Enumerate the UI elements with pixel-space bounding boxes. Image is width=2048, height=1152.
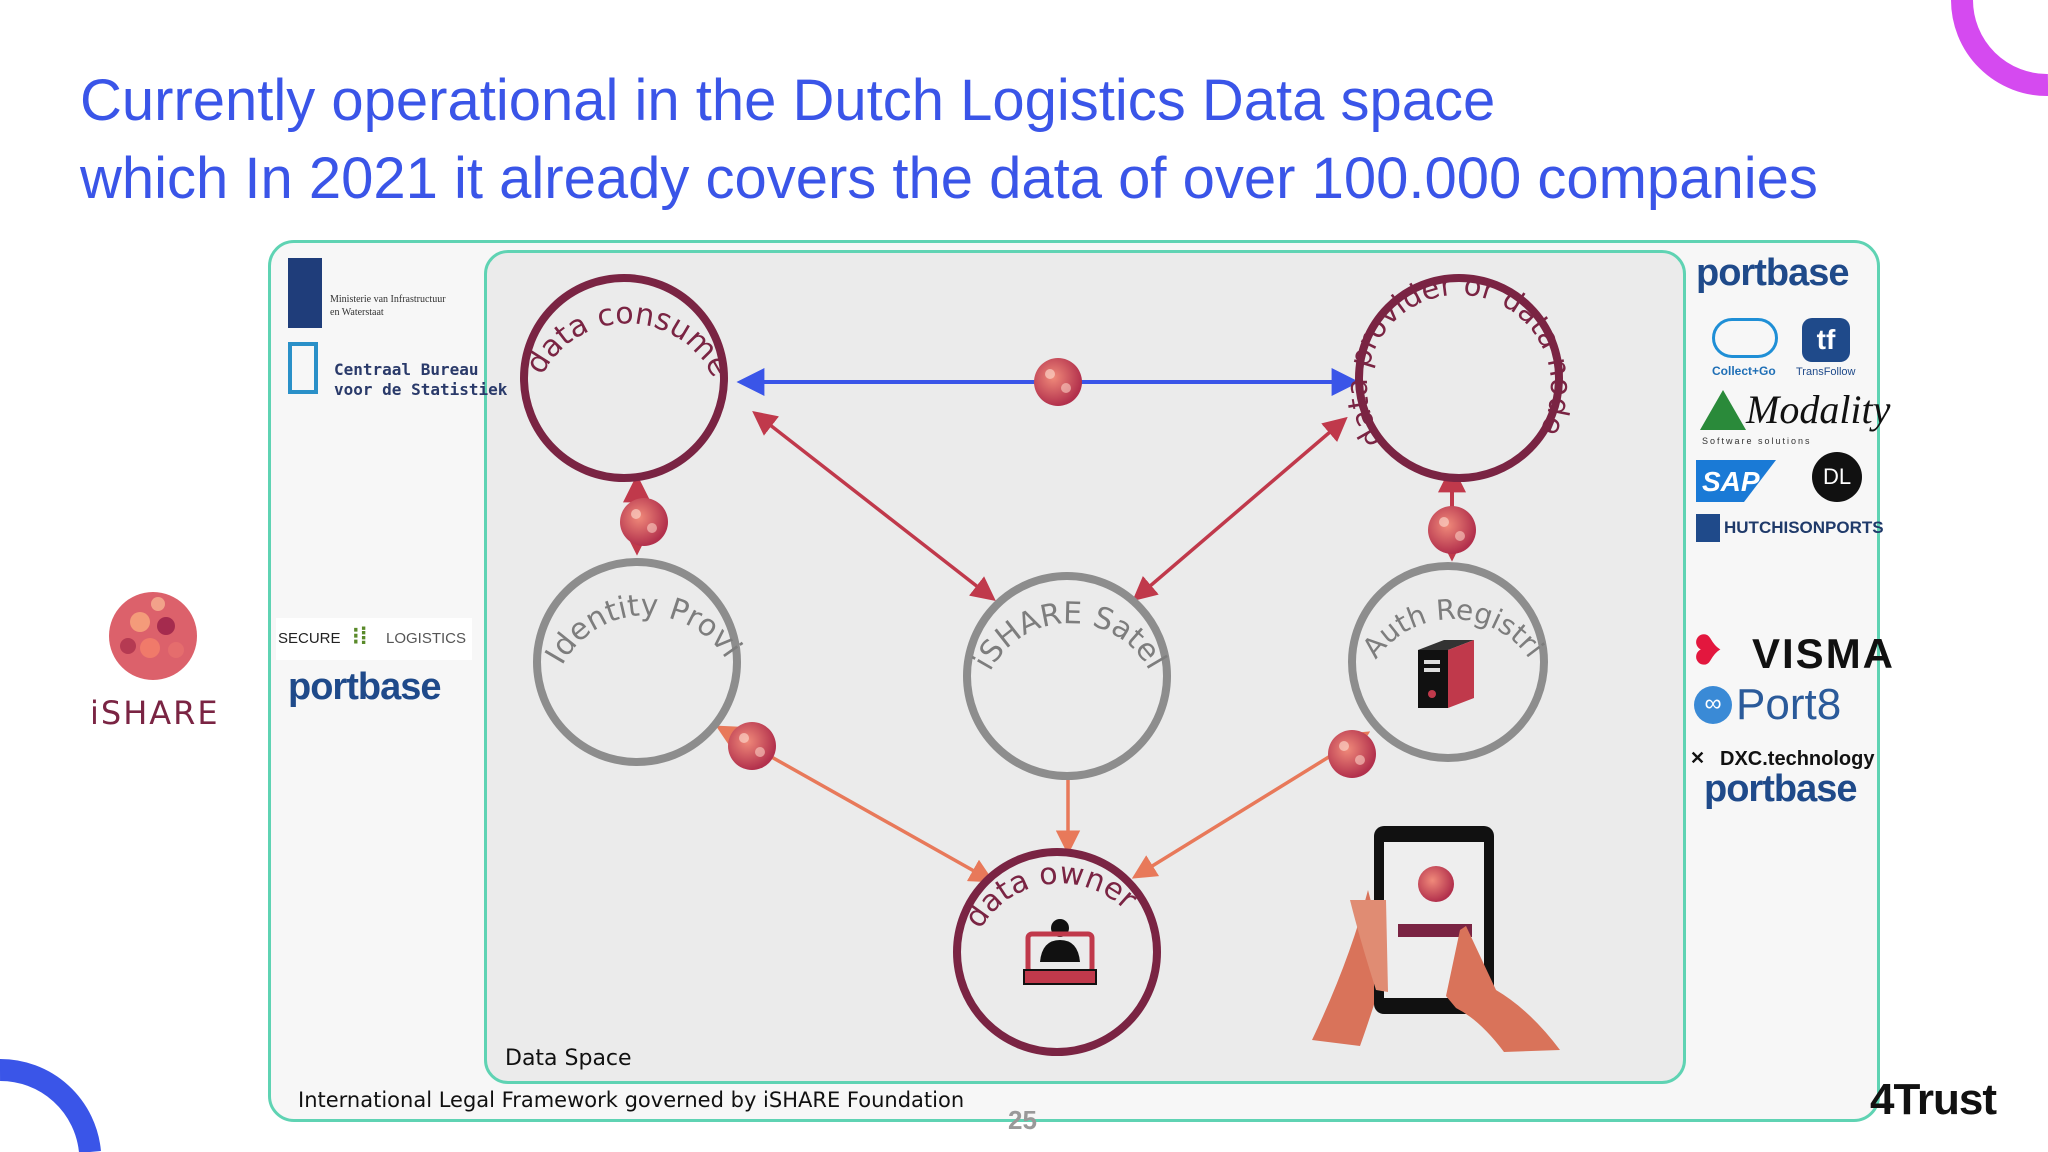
ishare-logo-icon <box>109 592 197 680</box>
ishare-dot-icon <box>1328 730 1376 778</box>
sap-logo: SAP <box>1696 460 1776 502</box>
dl-logo: DL <box>1812 452 1862 502</box>
secure-logistics-logo: SECURE ⁝⁞ LOGISTICS <box>276 618 472 660</box>
title-line-1: Currently operational in the Dutch Logis… <box>80 68 1496 133</box>
ishare-logo-text: iSHARE <box>90 694 220 732</box>
legal-framework-label: International Legal Framework governed b… <box>298 1088 965 1112</box>
data-space-label: Data Space <box>505 1046 632 1071</box>
auth-registries-label: Auth Registries <box>0 0 1550 664</box>
infinity-icon: ∞ <box>1694 686 1732 724</box>
server-icon <box>1418 640 1474 708</box>
portbase-logo-right-bottom: portbase <box>1704 768 1857 810</box>
modality-triangle-icon <box>1700 390 1746 430</box>
signal-icon: ⁝⁞ <box>352 623 368 650</box>
page-number: 25 <box>1008 1105 1037 1135</box>
slide-title: Currently operational in the Dutch Logis… <box>80 62 1980 218</box>
bottom-left-arc <box>0 1058 101 1152</box>
portbase-logo-right-top: portbase <box>1696 252 1849 294</box>
data-provider-node <box>1355 274 1563 482</box>
transfollow-icon: tf <box>1802 318 1850 362</box>
cloud-truck-icon <box>1712 318 1778 358</box>
arrow-auth-owner <box>1131 731 1371 879</box>
ishare-dot-icon <box>1428 506 1476 554</box>
visma-swoosh-icon: ❥ <box>1690 629 1724 673</box>
ishare-satellite-node <box>963 572 1171 780</box>
top-right-arc <box>1951 0 2048 97</box>
ishare-dot-icon <box>1034 358 1082 406</box>
hutchison-icon <box>1696 514 1720 542</box>
arrow-consumer-satellite <box>752 410 996 602</box>
tablet-hands-illustration <box>1312 826 1560 1052</box>
dxc-icon: ✕ <box>1690 748 1706 768</box>
ishare-dot-icon <box>728 722 776 770</box>
portbase-logo-left: portbase <box>288 666 441 708</box>
cbs-icon <box>288 342 318 394</box>
title-line-2: which In 2021 it already covers the data… <box>80 146 1818 211</box>
ishare-dot-icon <box>620 498 668 546</box>
arrow-provider-satellite <box>1132 416 1348 602</box>
person-desk-icon <box>1023 919 1097 985</box>
ministerie-crest-icon <box>288 258 322 328</box>
data-consumer-node <box>520 274 728 482</box>
fourtrust-logo: 4Trust <box>1870 1075 1997 1124</box>
identity-providers-node <box>533 558 741 766</box>
data-consumer-label: data consumer <box>0 0 737 383</box>
